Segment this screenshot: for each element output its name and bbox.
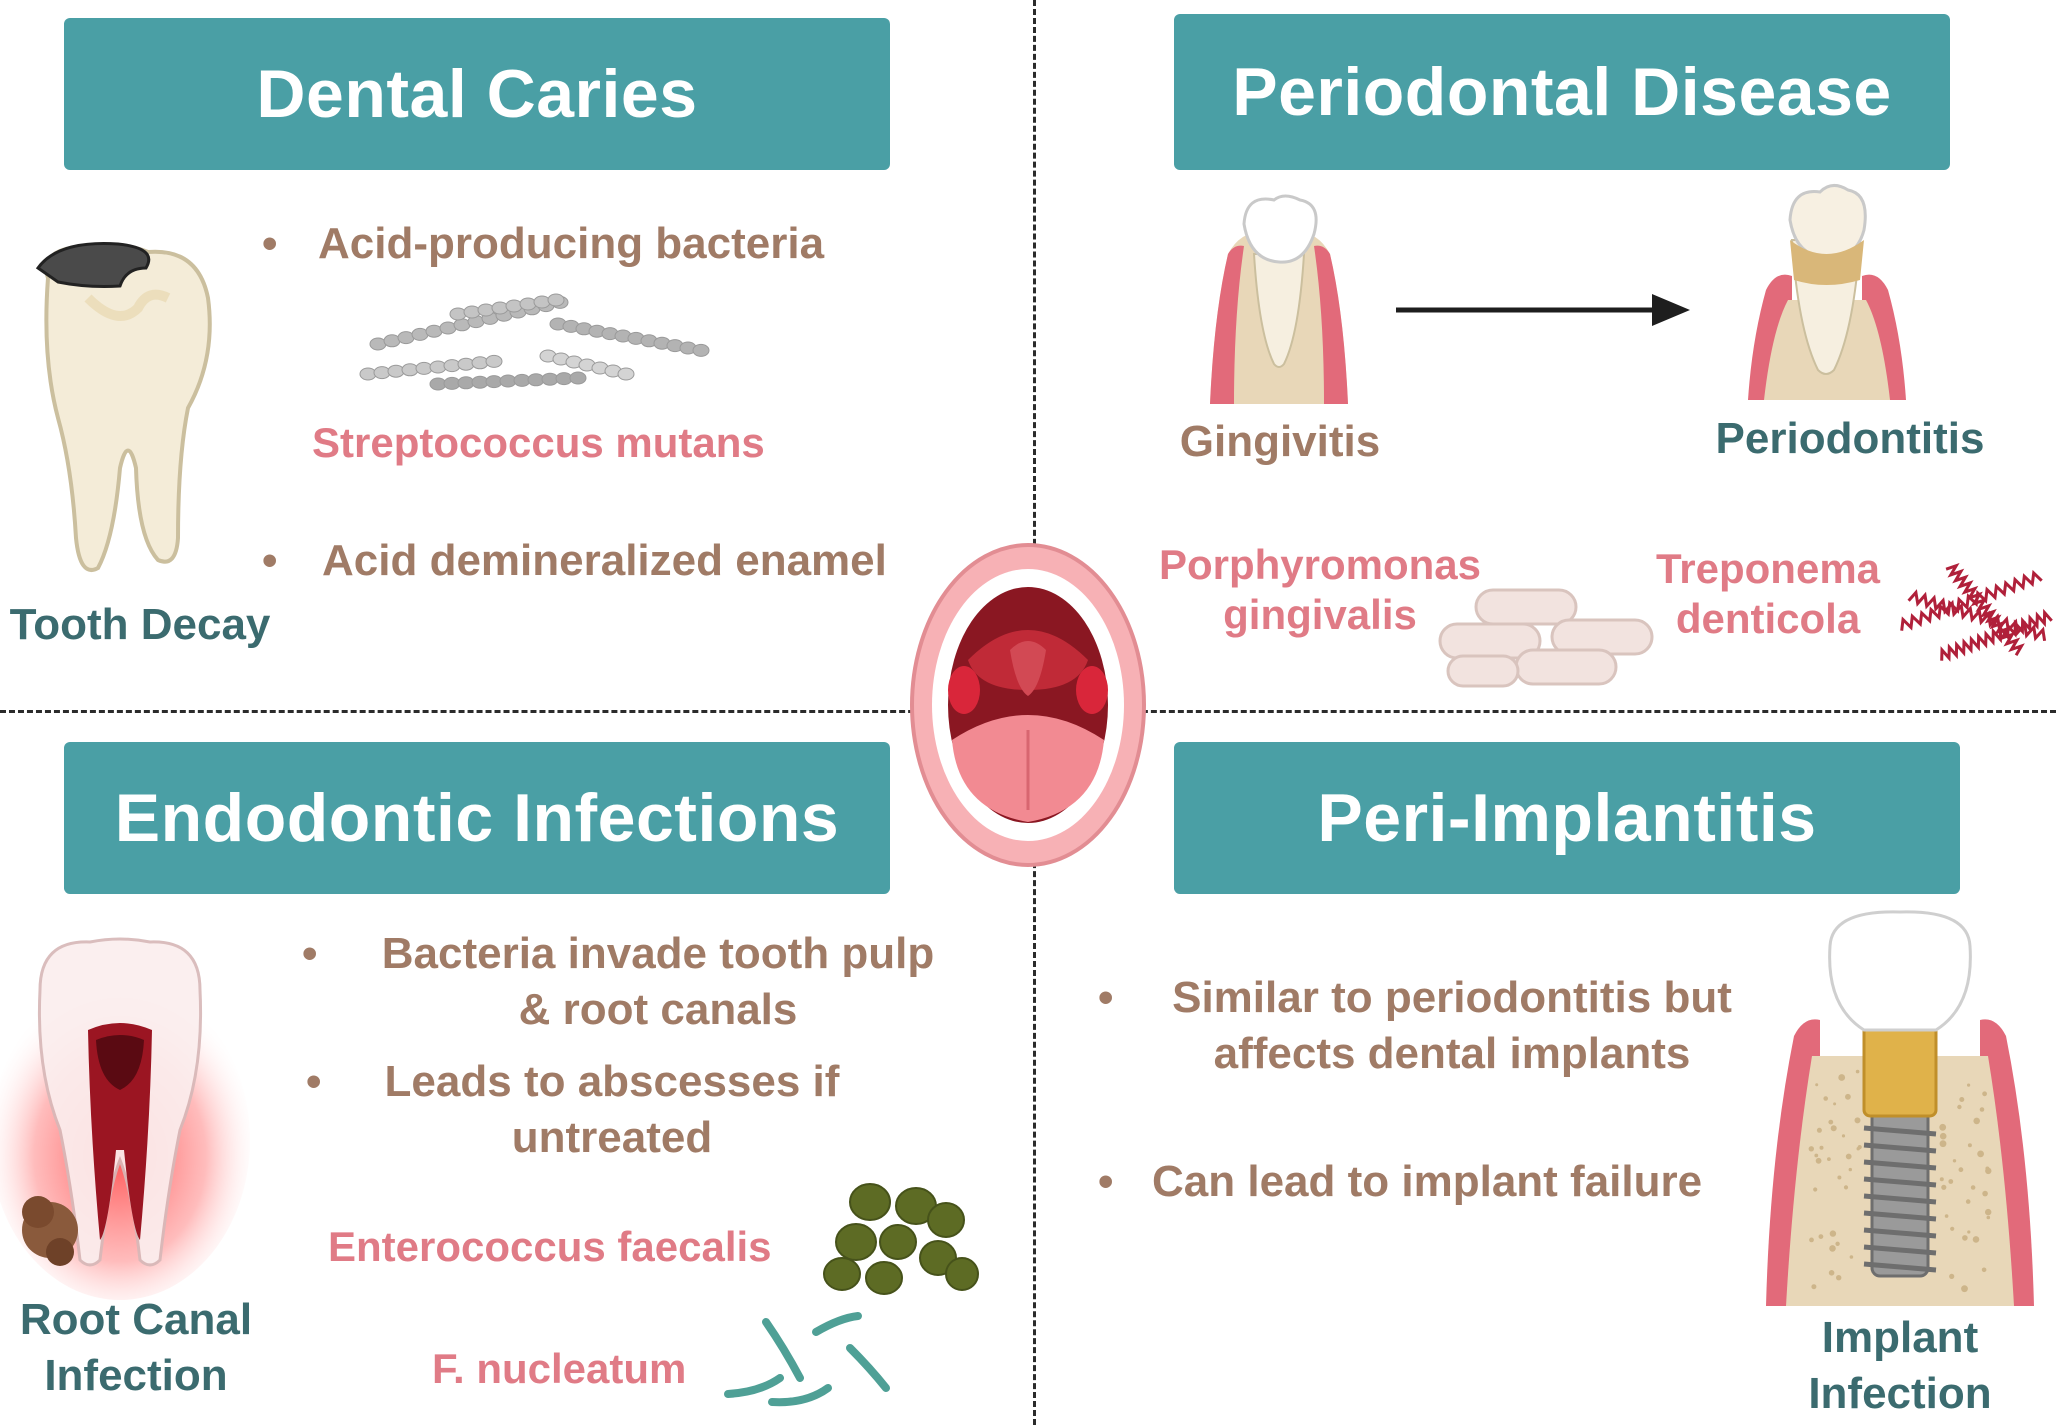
open-mouth-icon xyxy=(910,543,1146,867)
endodontic-title: Endodontic Infections xyxy=(114,780,840,856)
progression-arrow-icon xyxy=(1396,294,1690,326)
dental-caries-title: Dental Caries xyxy=(256,56,698,132)
dental-implant-icon xyxy=(1766,910,2034,1306)
enterococcus-faecalis-label: Enterococcus faecalis xyxy=(328,1223,772,1270)
treponema-label: Treponema denticola xyxy=(1655,545,1881,642)
periodontitis-label: Periodontitis xyxy=(1715,414,1985,463)
gingivitis-label: Gingivitis xyxy=(1179,417,1381,466)
streptococcus-mutans-label: Streptococcus mutans xyxy=(312,419,765,466)
periodontitis-tooth-icon xyxy=(1748,184,1906,400)
gingivitis-tooth-icon xyxy=(1210,194,1348,404)
porphyromonas-label: Porphyromonas gingivalis xyxy=(1158,541,1482,638)
f-nucleatum-label: F. nucleatum xyxy=(432,1345,687,1392)
porphyromonas-bacteria-icon xyxy=(1438,588,1654,688)
implant-infection-label: Implant Infection xyxy=(1808,1313,1992,1418)
enterococcus-cocci-icon xyxy=(823,1183,979,1295)
streptococcus-chains-icon xyxy=(359,293,710,391)
tooth-decay-label: Tooth Decay xyxy=(9,600,271,649)
endodontic-banner: Endodontic Infections xyxy=(64,742,890,894)
infected-tooth-icon xyxy=(0,937,250,1300)
peri-implantitis-title: Peri-Implantitis xyxy=(1317,780,1817,856)
periodontal-title: Periodontal Disease xyxy=(1232,54,1892,130)
dental-caries-banner: Dental Caries xyxy=(64,18,890,170)
treponema-spirochetes-icon xyxy=(1900,562,2053,662)
peri-implantitis-banner: Peri-Implantitis xyxy=(1174,742,1960,894)
fusobacterium-rods-icon xyxy=(724,1312,890,1407)
decayed-tooth-icon xyxy=(35,242,212,572)
periodontal-banner: Periodontal Disease xyxy=(1174,14,1950,170)
root-canal-infection-label: Root Canal Infection xyxy=(19,1295,253,1400)
